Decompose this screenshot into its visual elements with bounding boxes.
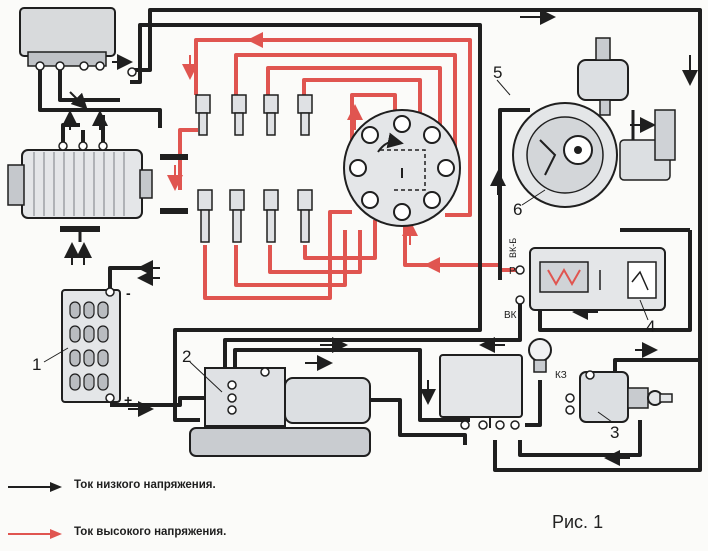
lv-coil-to-switch (233, 348, 470, 422)
relay (515, 247, 666, 311)
lv-kz (525, 380, 542, 427)
battery (61, 287, 121, 403)
label-distributor-arrow-number: 5 (493, 63, 502, 82)
terminal-minus: - (126, 285, 131, 301)
indicator-lamp (528, 338, 552, 373)
hv-wire-5 (178, 128, 198, 190)
high-voltage-wires (178, 38, 520, 300)
terminal-vk-b: ВК-Б (508, 238, 518, 258)
ignition-coil (189, 367, 371, 457)
plug-bar-top (160, 154, 188, 160)
hv-wire-9 (303, 220, 377, 260)
hv-wire-rotor (350, 93, 397, 150)
lv-switch-lower (518, 420, 642, 457)
leader-lines (43, 79, 649, 423)
terminal-kz: КЗ (555, 370, 567, 381)
terminal-r: Р (509, 266, 516, 277)
spark-plugs-bottom (197, 189, 313, 243)
lv-relay-to-distributor (498, 108, 530, 280)
lv-regulator-2 (58, 62, 120, 102)
voltage-regulator (19, 7, 137, 77)
label-distributor-number: 6 (513, 200, 522, 219)
spark-plugs-top (195, 94, 313, 136)
low-voltage-arrows (62, 9, 698, 466)
legend-low-voltage-label: Ток низкого напряжения. (74, 479, 216, 491)
plug-bar-bottom (160, 208, 188, 214)
legend-high-voltage-label: Ток высокого напряжения. (74, 526, 227, 538)
legend-high-voltage-arrow (8, 529, 62, 539)
distributor-cap (343, 109, 461, 227)
figure-caption: Рис. 1 (552, 512, 604, 532)
distributor-assembly (512, 37, 676, 208)
hv-wire-1 (194, 38, 472, 217)
label-relay-number: 4 (646, 317, 655, 336)
lv-battery-neg (108, 266, 150, 290)
terminal-plus: + (124, 392, 132, 408)
control-unit (439, 354, 523, 430)
label-battery-number: 1 (32, 355, 41, 374)
hv-wire-4 (302, 78, 422, 122)
lv-switch-bottom (493, 360, 702, 472)
hv-wire-6 (203, 210, 352, 300)
ignition-switch (565, 370, 673, 423)
label-switch-number: 3 (610, 423, 619, 442)
legend-low-voltage-arrow (8, 482, 62, 492)
lv-main-top (130, 8, 702, 385)
high-voltage-arrows (167, 32, 450, 273)
lv-ignition-to-relay (538, 230, 692, 332)
terminal-vk: ВК (504, 310, 517, 321)
lv-relay-vk (223, 300, 522, 380)
label-coil-number: 2 (182, 347, 191, 366)
generator (7, 141, 153, 242)
hv-wire-8 (268, 230, 362, 274)
